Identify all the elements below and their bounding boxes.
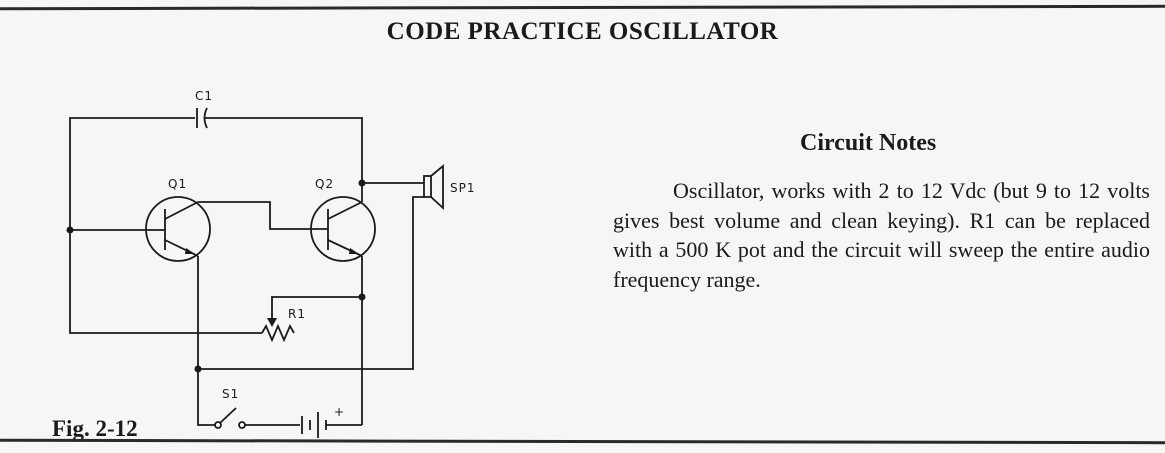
figure-label: Fig. 2-12 (52, 416, 138, 441)
q1-collector (164, 201, 199, 220)
wire-q1-collector (198, 201, 328, 230)
junction-q2-collector (358, 179, 366, 187)
circuit-notes-heading: Circuit Notes (800, 130, 937, 156)
label-r1: R1 (288, 307, 306, 321)
r1-wiper-arrow (267, 318, 277, 327)
switch-contact-left (214, 421, 222, 429)
transistor-q2 (310, 196, 376, 262)
circuit-notes-body: Oscillator, works with 2 to 12 Vdc (but … (613, 178, 1150, 292)
wire-switch-left (197, 400, 215, 426)
speaker-sp1 (423, 175, 432, 198)
label-s1: S1 (222, 387, 239, 401)
q1-emitter-arrow (185, 248, 195, 254)
wire-speaker-return (198, 196, 424, 370)
oscillator-schematic: C1 Q1 Q2 SP1 R1 S1 + (66, 89, 476, 438)
wire-c1-left (69, 117, 195, 230)
switch-s1-lever (219, 407, 237, 424)
wire-r1-left (69, 230, 262, 334)
speaker-cone (430, 164, 444, 211)
r1-wiper (271, 296, 362, 320)
junction-q1-emitter (194, 365, 202, 373)
wire-c1-right (205, 117, 363, 183)
q2-collector (327, 201, 363, 220)
q2-emitter-arrow (349, 248, 359, 254)
label-battery-plus: + (334, 405, 345, 419)
c1-plate-right (203, 107, 208, 129)
wire-q2-collector (361, 182, 424, 202)
page-title: CODE PRACTICE OSCILLATOR (386, 18, 779, 45)
label-q2: Q2 (315, 177, 334, 191)
label-q1: Q1 (168, 177, 187, 191)
resistor-r1 (261, 323, 295, 343)
label-sp1: SP1 (450, 181, 476, 195)
switch-contact-right (238, 421, 246, 429)
transistor-q1 (145, 196, 211, 262)
label-c1: C1 (195, 89, 213, 103)
